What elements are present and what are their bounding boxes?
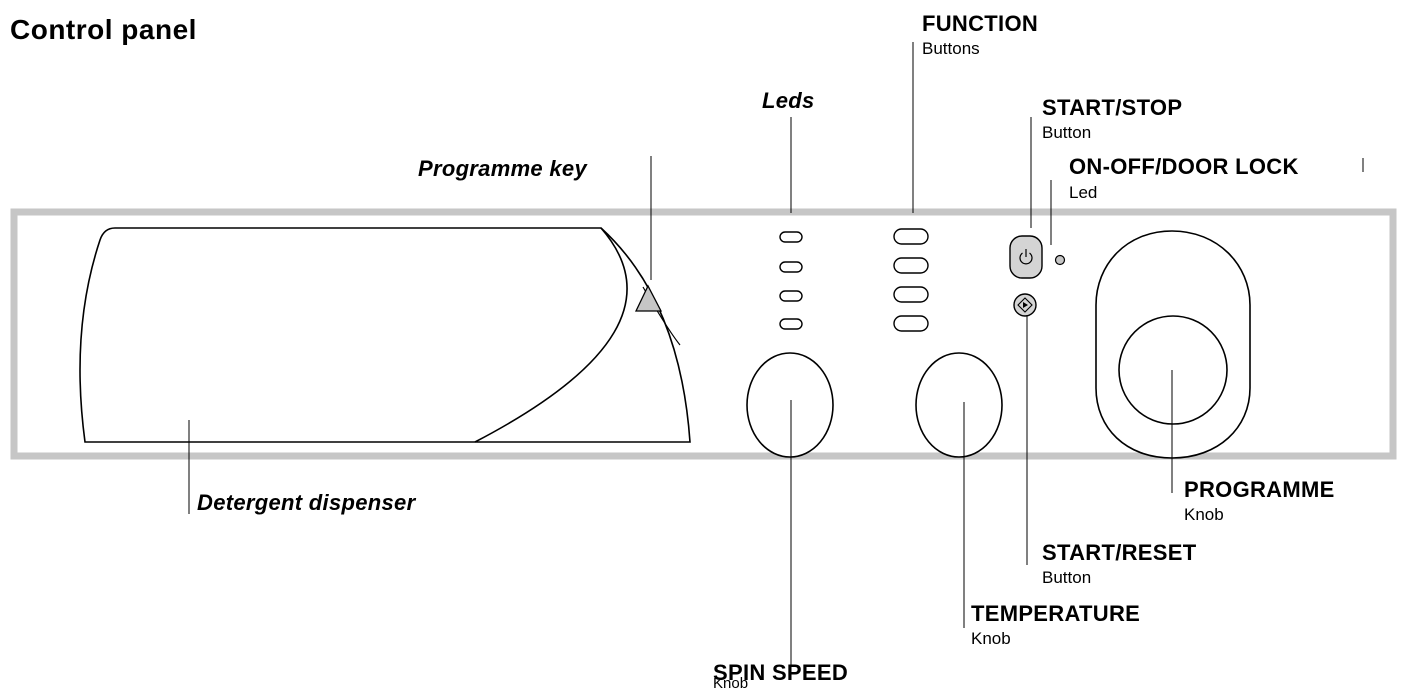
temperature-sublabel: Knob [971, 629, 1011, 648]
programme-label: PROGRAMME [1184, 477, 1335, 502]
leds-label: Leds [762, 88, 815, 113]
spin-speed-knob [746, 352, 834, 458]
function-button-1 [893, 228, 929, 245]
drawer-edge-curve [474, 227, 628, 443]
power-icon [1019, 249, 1033, 265]
programme-knob [1118, 315, 1228, 425]
function-button-2 [893, 257, 929, 274]
leds-group [779, 231, 803, 330]
temperature-knob [915, 352, 1003, 458]
detergent-dispenser-label: Detergent dispenser [197, 490, 416, 515]
start-diamond-icon [1017, 297, 1033, 313]
led-3 [779, 290, 803, 302]
programme-sublabel: Knob [1184, 505, 1224, 524]
spin-speed-sublabel: Knob [713, 675, 749, 692]
programme-key [634, 284, 663, 312]
led-1 [779, 231, 803, 243]
on-off-door-lock-led [1054, 254, 1066, 266]
start-stop-sublabel: Button [1042, 123, 1092, 142]
start-stop-label: START/STOP [1042, 95, 1183, 120]
function-button-3 [893, 286, 929, 303]
led-4 [779, 318, 803, 330]
temperature-label: TEMPERATURE [971, 601, 1141, 626]
spin-speed-label: SPIN SPEED [713, 660, 849, 685]
panel-frame [10, 208, 1397, 460]
led-2 [779, 261, 803, 273]
start-reset-label: START/RESET [1042, 540, 1197, 565]
start-reset-sublabel: Button [1042, 568, 1092, 587]
detergent-dispenser-drawer [79, 227, 691, 443]
function-buttons-group [893, 228, 929, 332]
function-button-4 [893, 315, 929, 332]
function-label: FUNCTION [922, 11, 1039, 36]
leader-lines [188, 42, 1364, 680]
programme-key-label: Programme key [418, 156, 587, 181]
on-off-door-lock-label: ON-OFF/DOOR LOCK [1069, 154, 1299, 179]
function-sublabel: Buttons [922, 39, 980, 58]
page-title: Control panel [10, 14, 197, 45]
on-off-door-lock-sublabel: Led [1069, 183, 1098, 202]
